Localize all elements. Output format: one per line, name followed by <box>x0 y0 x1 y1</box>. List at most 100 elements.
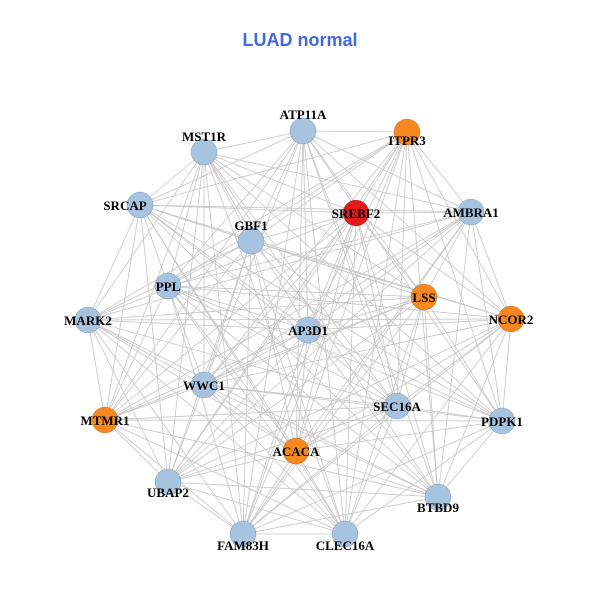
edge <box>242 131 408 535</box>
edge <box>104 419 346 535</box>
edge <box>167 240 252 483</box>
node-ppl <box>154 272 182 300</box>
edge <box>139 131 408 206</box>
edge <box>250 130 304 242</box>
edge <box>355 212 439 498</box>
edge <box>167 131 408 287</box>
edge <box>87 319 439 498</box>
edge <box>139 204 169 287</box>
edge <box>87 319 106 421</box>
node-label-btbd9: BTBD9 <box>417 500 459 515</box>
edge <box>295 130 304 452</box>
edge <box>203 384 439 498</box>
edge <box>87 211 472 321</box>
node-label-atp11a: ATP11A <box>280 107 327 122</box>
edge <box>344 131 408 535</box>
node-clec16a <box>331 520 359 548</box>
edge <box>295 450 346 535</box>
edge <box>104 419 503 422</box>
edge <box>302 130 346 535</box>
edge <box>302 130 309 331</box>
edge <box>307 329 503 422</box>
node-srcap <box>126 191 154 219</box>
node-label-clec16a: CLEC16A <box>316 538 375 553</box>
node-label-acaca: ACACA <box>273 444 321 459</box>
edge <box>87 131 408 321</box>
edge <box>87 319 346 535</box>
edge <box>87 319 169 483</box>
edge <box>203 130 304 386</box>
edge <box>295 450 439 498</box>
edge <box>167 384 205 483</box>
nodes-layer <box>74 117 525 548</box>
node-pdpk1 <box>488 407 516 435</box>
edge <box>167 285 205 386</box>
edge <box>167 481 439 498</box>
edge <box>87 319 244 535</box>
edge <box>307 296 425 331</box>
edge <box>87 296 425 321</box>
node-label-ppl: PPL <box>156 279 181 294</box>
edge <box>167 285 309 331</box>
edge <box>203 212 357 386</box>
edge <box>104 419 169 483</box>
edge <box>167 285 297 452</box>
node-label-mark2: MARK2 <box>64 313 112 328</box>
node-ncor2 <box>497 305 525 333</box>
edge <box>104 204 141 421</box>
node-atp11a <box>289 117 317 145</box>
edge <box>242 130 304 535</box>
edge <box>355 211 472 214</box>
edge <box>87 318 512 321</box>
edge <box>242 296 425 535</box>
node-label-wwc1: WWC1 <box>183 378 225 393</box>
edge <box>302 130 398 407</box>
node-itpr3 <box>393 118 421 146</box>
edge <box>167 285 439 498</box>
edge <box>139 204 472 213</box>
node-label-pdpk1: PDPK1 <box>481 414 523 429</box>
edge <box>139 204 309 331</box>
edge <box>355 131 408 214</box>
edge <box>203 240 252 386</box>
edge <box>406 131 472 213</box>
edge <box>302 130 439 498</box>
edge <box>203 151 398 407</box>
edge <box>242 450 297 535</box>
edge <box>242 496 439 535</box>
edge <box>167 131 408 483</box>
edge <box>344 318 512 535</box>
edge <box>344 212 357 535</box>
edges-layer <box>87 130 512 535</box>
node-label-mtmr1: MTMR1 <box>80 413 129 428</box>
edge <box>104 405 398 421</box>
edge <box>167 405 398 483</box>
edge <box>167 329 309 483</box>
edge <box>242 329 309 535</box>
edge <box>307 131 408 331</box>
node-mark2 <box>74 306 102 334</box>
edge <box>203 151 252 242</box>
edge <box>423 296 503 422</box>
edge <box>139 151 205 206</box>
edge <box>167 285 425 298</box>
edge <box>307 318 512 331</box>
edge <box>355 212 398 407</box>
edge <box>87 151 205 321</box>
node-label-lss: LSS <box>412 290 435 305</box>
edge <box>295 131 408 452</box>
node-label-ubap2: UBAP2 <box>147 485 189 500</box>
edge <box>501 318 512 422</box>
edge <box>423 296 439 498</box>
edge <box>139 204 357 214</box>
node-label-itpr3: ITPR3 <box>388 133 426 148</box>
edge <box>302 130 503 422</box>
node-btbd9 <box>424 483 452 511</box>
edge <box>203 130 304 153</box>
edge <box>167 481 346 535</box>
edge <box>87 319 398 407</box>
edge <box>167 285 503 422</box>
edge <box>87 319 205 386</box>
edge <box>470 211 512 320</box>
